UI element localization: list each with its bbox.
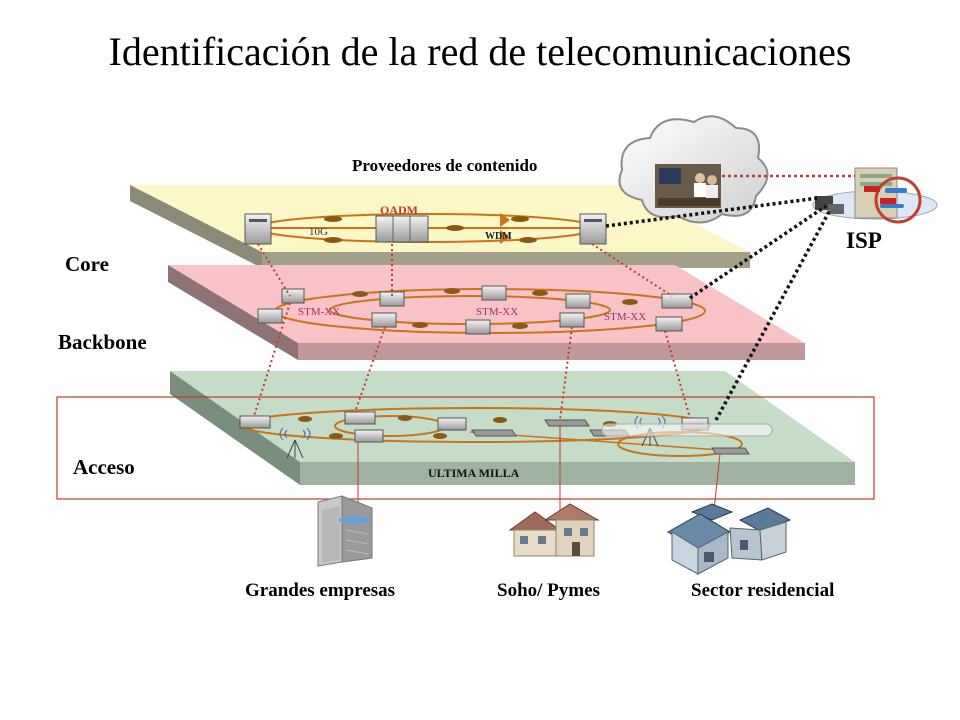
meeting-photo [655, 164, 721, 208]
segment-label-residential: Sector residencial [691, 580, 835, 601]
link-clip [329, 433, 343, 439]
access-node [354, 429, 384, 443]
link-clip [512, 323, 528, 329]
link-clip [519, 237, 537, 243]
backbone-node [655, 316, 683, 332]
content-cloud [618, 115, 769, 224]
office-building-icon [317, 495, 373, 567]
page-title: Identificación de la red de telecomunica… [108, 29, 852, 74]
backbone-node [661, 293, 693, 309]
link-clip [398, 415, 412, 421]
ultima-milla-label: ULTIMA MILLA [428, 466, 520, 480]
backbone-node [559, 312, 585, 328]
backbone-node [257, 308, 283, 324]
segment-label-large-companies: Grandes empresas [245, 580, 396, 601]
ten-g-label: 10G [309, 226, 328, 238]
access-node [239, 415, 271, 429]
backbone-node [465, 319, 491, 335]
backbone-node [371, 312, 397, 328]
stm-label: STM-XX [476, 306, 518, 318]
small-office-icon [508, 503, 600, 557]
router-icon [544, 419, 590, 427]
link-clip [532, 290, 548, 296]
link-clip [444, 288, 460, 294]
link-clip [324, 237, 342, 243]
backbone-node [281, 288, 305, 304]
oadm-node [375, 215, 429, 243]
link-clip [298, 416, 312, 422]
access-node [344, 411, 376, 425]
link-clip [622, 299, 638, 305]
inter-layer-links [253, 174, 855, 421]
wireless-link [601, 423, 773, 437]
link-clip [352, 291, 368, 297]
content-providers-label: Proveedores de contenido [352, 156, 538, 175]
link-clip [412, 322, 428, 328]
stm-label: STM-XX [604, 311, 646, 323]
access-layer-label: Acceso [73, 455, 135, 479]
segment-label-soho: Soho/ Pymes [497, 580, 600, 601]
link-clip [446, 225, 464, 231]
antenna-icon [279, 427, 311, 459]
oadm-label: OADM [380, 203, 418, 217]
router-icon [471, 429, 517, 437]
isp-building [812, 167, 938, 224]
link-clip [511, 216, 529, 222]
link-clip [433, 433, 447, 439]
router-icon [711, 447, 750, 455]
backbone-node [565, 293, 591, 309]
backbone-node [379, 291, 405, 307]
backbone-layer-label: Backbone [58, 330, 147, 354]
core-node [244, 213, 272, 245]
core-node [579, 213, 607, 245]
wdm-label: WDM [485, 231, 512, 242]
houses-icon [667, 503, 792, 575]
access-highlight-box [56, 396, 875, 500]
access-node [437, 417, 467, 431]
backbone-plane [168, 265, 805, 360]
link-clip [324, 216, 342, 222]
stm-label: STM-XX [298, 306, 340, 318]
isp-label: ISP [846, 228, 882, 253]
backbone-node [481, 285, 507, 301]
link-clip [493, 417, 507, 423]
core-layer-label: Core [65, 252, 109, 276]
